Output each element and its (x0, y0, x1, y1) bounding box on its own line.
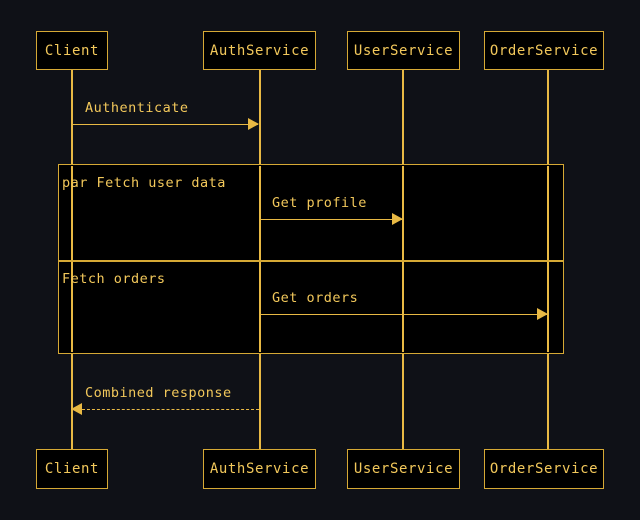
par-fragment-section-1-label: par Fetch user data (62, 175, 226, 191)
lifeline-orderservice-in-fragment (547, 166, 549, 352)
message-combined-response-label: Combined response (85, 385, 232, 401)
actor-box-client-top[interactable]: Client (36, 31, 108, 70)
lifeline-authservice-in-fragment (259, 166, 261, 352)
actor-box-orderservice-top[interactable]: OrderService (484, 31, 604, 70)
message-get-orders-line (259, 314, 547, 315)
message-get-profile-arrowhead (392, 213, 403, 225)
actor-box-authservice-top[interactable]: AuthService (203, 31, 316, 70)
message-authenticate-arrowhead (248, 118, 259, 130)
message-authenticate-line (71, 124, 258, 125)
actor-box-client-bottom[interactable]: Client (36, 449, 108, 489)
message-combined-response-line (82, 409, 259, 410)
par-fragment-section-2-label: Fetch orders (62, 271, 166, 287)
actor-box-userservice-top[interactable]: UserService (347, 31, 460, 70)
lifeline-userservice-in-fragment (402, 166, 404, 352)
message-authenticate-label: Authenticate (85, 100, 189, 116)
actor-box-authservice-bottom[interactable]: AuthService (203, 449, 316, 489)
message-get-orders-label: Get orders (272, 290, 359, 306)
message-combined-response-arrowhead (71, 403, 82, 415)
lifeline-client-in-fragment (71, 166, 73, 352)
actor-box-userservice-bottom[interactable]: UserService (347, 449, 460, 489)
par-fragment-box (58, 164, 564, 354)
message-get-profile-line (259, 219, 402, 220)
message-get-orders-arrowhead (537, 308, 548, 320)
message-get-profile-label: Get profile (272, 195, 367, 211)
par-fragment-divider (58, 260, 564, 262)
actor-box-orderservice-bottom[interactable]: OrderService (484, 449, 604, 489)
